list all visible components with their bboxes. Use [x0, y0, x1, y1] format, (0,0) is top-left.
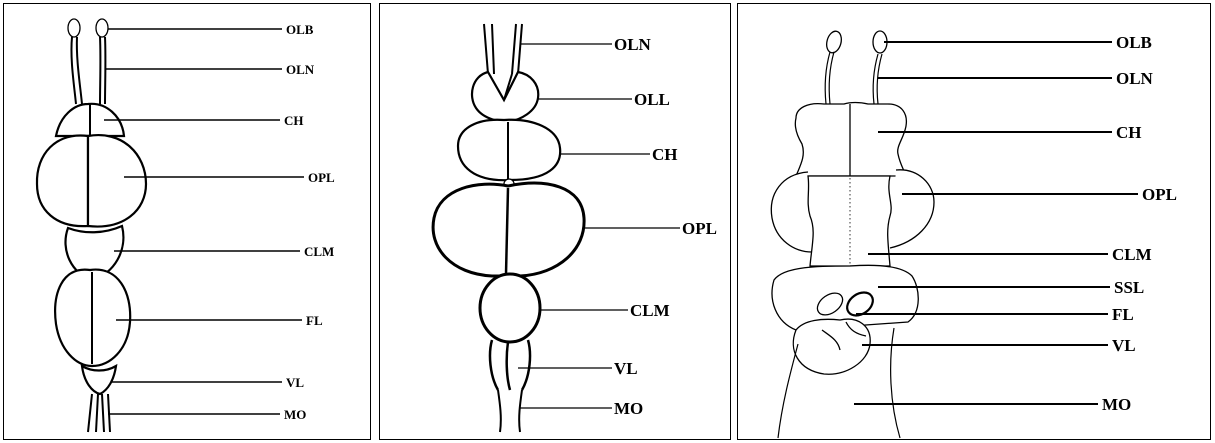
label-olb: OLB: [1116, 33, 1152, 52]
olfactory-bulb-left: [824, 30, 843, 55]
label-ch: CH: [652, 145, 678, 164]
label-fl: FL: [306, 313, 323, 328]
olfactory-nerve-left: [71, 37, 82, 104]
olfactory-nerve: [484, 24, 522, 74]
label-vl: VL: [1112, 336, 1136, 355]
label-ch: CH: [1116, 123, 1142, 142]
label-oll: OLL: [634, 90, 670, 109]
cerebral-hemisphere: [458, 120, 560, 180]
optic-lobe-right: [88, 135, 146, 226]
brain-diagram-panel-2: OLN OLL CH OPL CLM VL MO: [379, 3, 731, 440]
label-opl: OPL: [682, 219, 717, 238]
label-vl: VL: [286, 375, 304, 390]
medulla-oblongata: [88, 394, 110, 432]
olfactory-nerve-left: [825, 52, 834, 104]
label-oln: OLN: [1116, 69, 1154, 88]
cerebellum: [480, 274, 540, 342]
label-ssl: SSL: [1114, 278, 1144, 297]
label-olb: OLB: [286, 22, 314, 37]
label-mo: MO: [284, 407, 306, 422]
label-fl: FL: [1112, 305, 1134, 324]
brain-drawing-2: OLN OLL CH OPL CLM VL MO: [380, 4, 732, 441]
olfactory-bulb-right: [96, 19, 108, 37]
brain-drawing-3: OLB OLN CH OPL CLM SSL FL VL MO: [738, 4, 1212, 441]
vagal-lobe: [793, 319, 870, 374]
brain-drawing-1: OLB OLN CH OPL CLM FL VL MO: [4, 4, 372, 441]
label-mo: MO: [614, 399, 643, 418]
olfactory-lobe: [472, 72, 538, 122]
label-clm: CLM: [1112, 245, 1152, 264]
vagal-lobe: [490, 340, 530, 390]
label-clm: CLM: [304, 244, 334, 259]
label-vl: VL: [614, 359, 638, 378]
label-oln: OLN: [614, 35, 652, 54]
label-mo: MO: [1102, 395, 1131, 414]
brain-diagram-panel-3: OLB OLN CH OPL CLM SSL FL VL MO: [737, 3, 1211, 440]
cerebellum: [808, 176, 891, 266]
label-ch: CH: [284, 113, 304, 128]
optic-lobe-left: [771, 172, 812, 252]
brain-diagram-panel-1: OLB OLN CH OPL CLM FL VL MO: [3, 3, 371, 440]
label-clm: CLM: [630, 301, 670, 320]
cerebral-hemisphere: [795, 103, 906, 177]
optic-lobe-right: [890, 170, 934, 248]
olfactory-nerve-right: [100, 37, 105, 104]
label-opl: OPL: [1142, 185, 1177, 204]
label-opl: OPL: [308, 170, 335, 185]
olfactory-bulb-left: [68, 19, 80, 37]
vagal-lobe: [82, 366, 116, 394]
label-oln: OLN: [286, 62, 315, 77]
optic-lobe-left: [37, 136, 88, 227]
medulla-oblongata: [498, 390, 522, 432]
